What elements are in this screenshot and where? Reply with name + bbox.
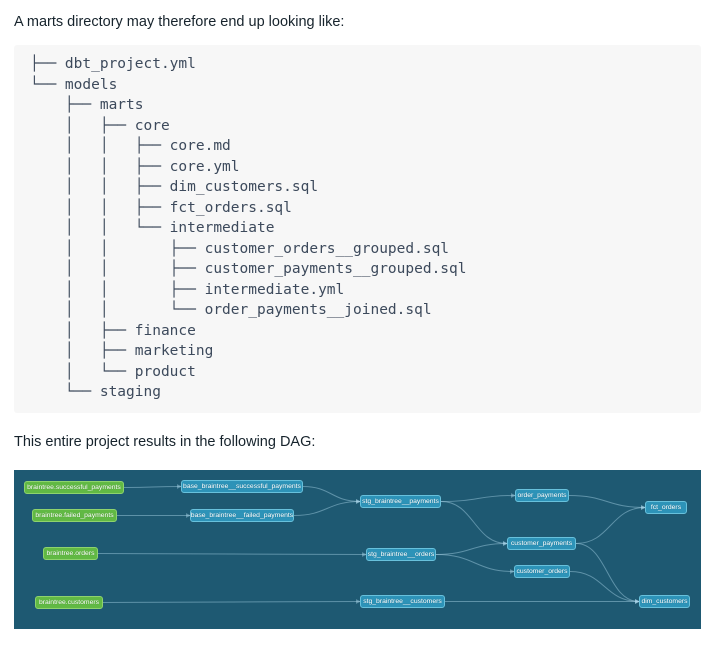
dag-node-src_orders: braintree.orders <box>43 547 98 560</box>
dag-node-src_successful_payments: braintree.successful_payments <box>24 481 124 494</box>
dag-node-src_customers: braintree.customers <box>35 596 103 609</box>
dag-intro-paragraph: This entire project results in the follo… <box>14 434 316 450</box>
dag-node-order_payments: order_payments <box>515 489 569 502</box>
dag-node-src_failed_payments: braintree.failed_payments <box>32 509 117 522</box>
dag-node-stg_customers: stg_braintree__customers <box>360 595 445 608</box>
dag-edges-layer <box>97 484 646 605</box>
dag-node-base_successful_payments: base_braintree__successful_payments <box>181 480 303 493</box>
intro-paragraph: A marts directory may therefore end up l… <box>14 14 345 30</box>
docs-page: A marts directory may therefore end up l… <box>0 13 715 629</box>
directory-tree-code-block: ├── dbt_project.yml └── models ├── marts… <box>14 45 701 413</box>
dag-node-dim_customers: dim_customers <box>639 595 690 608</box>
dag-node-stg_payments: stg_braintree__payments <box>360 495 441 508</box>
dag-node-fct_orders: fct_orders <box>645 501 687 514</box>
dag-node-base_failed_payments: base_braintree__failed_payments <box>190 509 294 522</box>
dag-node-customer_payments: customer_payments <box>507 537 576 550</box>
dag-node-stg_orders: stg_braintree__orders <box>366 548 436 561</box>
dag-nodes-layer: braintree.successful_payments base_braint… <box>14 470 701 629</box>
dag-image: braintree.successful_payments base_braint… <box>14 470 701 629</box>
dag-node-customer_orders: customer_orders <box>514 565 570 578</box>
